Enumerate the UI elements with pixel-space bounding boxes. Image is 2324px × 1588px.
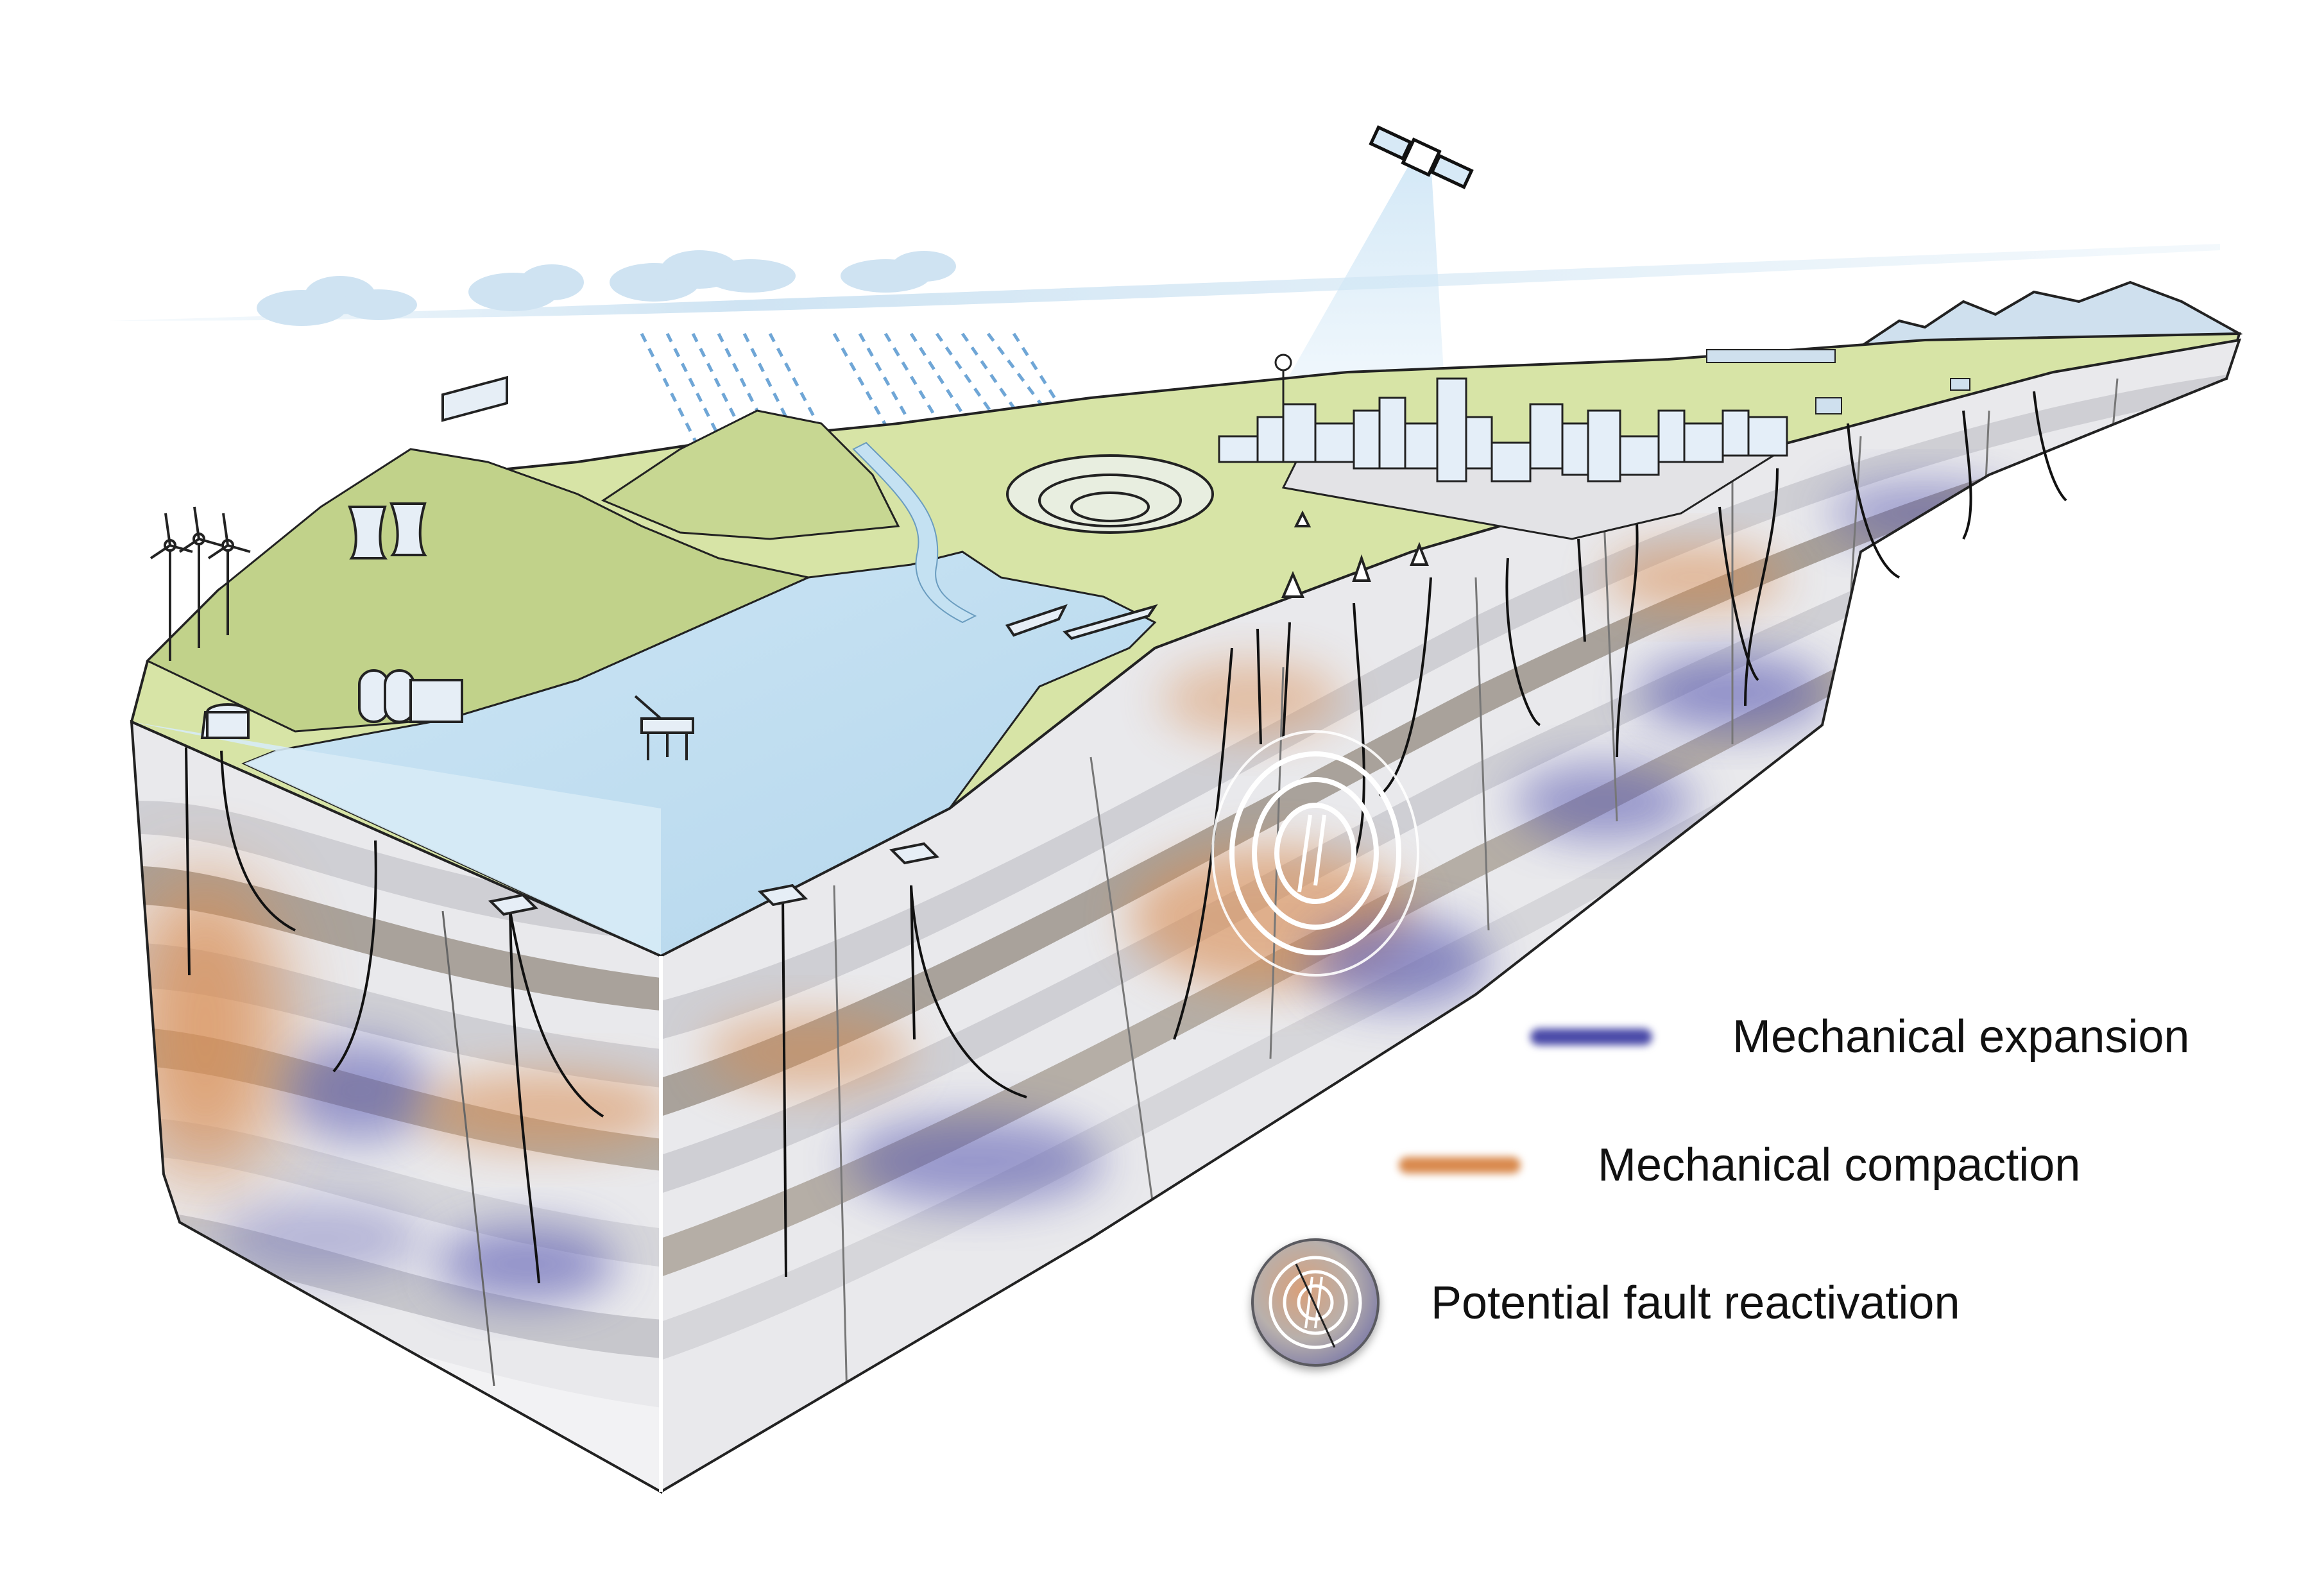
well-icon: [1281, 510, 1429, 598]
legend-swatch-expansion: [1530, 1029, 1652, 1045]
ship-icon: [1005, 604, 1158, 640]
well-icon: [1256, 628, 1262, 745]
sky-band: [109, 244, 2220, 321]
well-icon: [1505, 558, 1541, 726]
well-icon: [1378, 577, 1432, 797]
well-icon: [1962, 410, 1972, 540]
sea-front-face: [132, 722, 661, 956]
well-icon: [185, 747, 191, 976]
well-icon: [1173, 647, 1233, 1040]
fault-reactivation-marker: [1211, 730, 1419, 977]
rain-icon: [640, 332, 1061, 450]
offshore-platform-icon: [634, 695, 694, 760]
well-icon: [332, 840, 377, 1073]
legend-swatch-compaction: [1399, 1157, 1521, 1174]
side-face-outline: [660, 338, 2241, 1493]
distant-town: [1706, 349, 1970, 414]
legend-label-compaction: Mechanical compaction: [1598, 1140, 2081, 1191]
river: [852, 441, 977, 624]
wind-turbine-icon: [150, 506, 251, 661]
well-icon: [782, 894, 787, 1277]
well-icon: [509, 910, 540, 1284]
subsea-template-icon: [488, 842, 940, 916]
well-icon: [910, 885, 916, 1040]
front-face-outline: [130, 719, 662, 1494]
hill-right: [601, 409, 900, 540]
legend-label-fault: Potential fault reactivation: [1431, 1277, 1960, 1329]
city-icon: [1218, 354, 1788, 540]
well-icon: [910, 885, 1027, 1098]
well-icon: [1616, 513, 1639, 758]
wells: [185, 391, 2067, 1284]
well-icon: [1744, 468, 1779, 706]
open-pit-mine-icon: [1006, 454, 1214, 534]
well-icon: [220, 750, 296, 932]
well-icon: [509, 910, 604, 1118]
cloud-icon: [257, 250, 956, 326]
fault-reactivation-icon: [1251, 1238, 1380, 1367]
legend-label-expansion: Mechanical expansion: [1732, 1011, 2190, 1063]
storage-tank-icon: [200, 669, 463, 739]
well-icon: [2033, 391, 2067, 502]
satellite-icon: [1369, 125, 1474, 189]
well-icon: [1353, 602, 1365, 860]
well-icon: [1577, 538, 1586, 642]
well-icon: [1718, 506, 1759, 681]
well-icon: [1282, 622, 1291, 739]
hill-left: [146, 448, 812, 733]
well-icon: [1847, 423, 1900, 579]
power-plant-icon: [348, 375, 508, 559]
